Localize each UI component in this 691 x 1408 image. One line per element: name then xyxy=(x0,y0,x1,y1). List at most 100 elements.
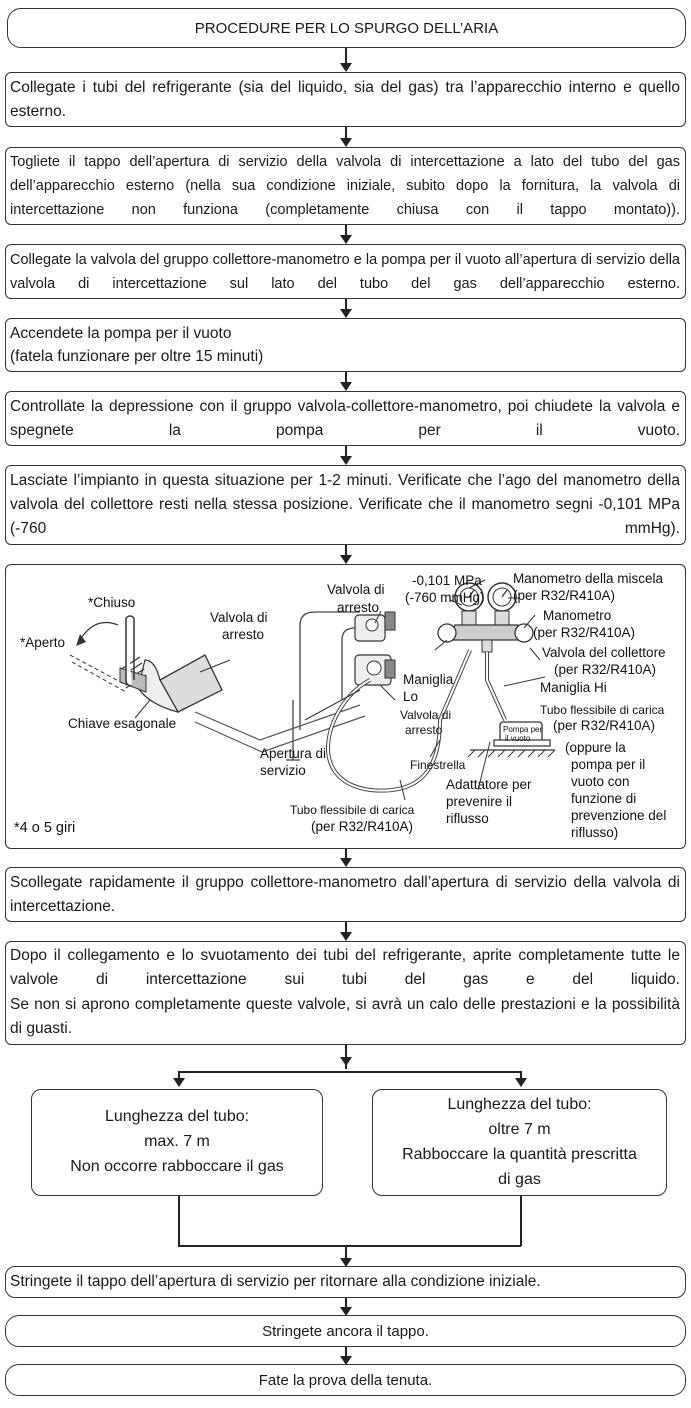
connector xyxy=(520,1071,522,1081)
label-mano-miscela: Manometro della miscela xyxy=(513,571,664,586)
label-pompa: Pompa per xyxy=(503,725,543,734)
connector xyxy=(345,1347,347,1359)
manifold-diagram xyxy=(69,579,556,801)
label-valvola-collettore: (per R32/R410A) xyxy=(554,662,657,677)
arrow-down-icon xyxy=(340,235,352,244)
service-valves xyxy=(354,611,396,686)
connector xyxy=(345,299,347,312)
title-text: PROCEDURE PER LO SPURGO DELL’ARIA xyxy=(194,19,499,37)
label-chiuso: *Chiuso xyxy=(88,595,136,610)
manifold-gauges xyxy=(437,582,534,653)
label-maniglia-hi: Maniglia Hi xyxy=(540,680,607,695)
step-check-depression: Controllate la depressione con il gruppo… xyxy=(5,391,686,446)
arrow-down-icon xyxy=(340,309,352,318)
label-mano-miscela: (per R32/R410A) xyxy=(513,588,616,603)
connector xyxy=(345,1298,347,1310)
label-valvola-arresto: arresto xyxy=(222,627,265,642)
step-text: Collegate i tubi del refrigerante (sia d… xyxy=(10,79,680,120)
connector xyxy=(345,849,347,861)
branch-line-text: max. 7 m xyxy=(144,1133,210,1150)
label-pompa: il vuoto xyxy=(505,734,531,743)
connector xyxy=(345,446,347,459)
label-tubo-carica-right: Tubo flessibile di carica xyxy=(540,703,665,717)
label-maniglia-lo: Lo xyxy=(403,689,419,704)
arrow-head xyxy=(76,634,86,646)
label-pressure: (-760 mmHg) xyxy=(405,590,485,605)
connector xyxy=(345,545,347,558)
connector xyxy=(345,225,347,238)
label-apertura: servizio xyxy=(260,763,306,778)
step-text: Stringete il tappo dell’apertura di serv… xyxy=(10,1273,541,1290)
label-adattatore: Adattatore per xyxy=(446,777,532,792)
step-text: Lasciate l’impianto in questa situazione… xyxy=(10,472,680,537)
stop-valve-left xyxy=(119,654,223,713)
arrow-down-icon xyxy=(340,555,352,564)
branch-line-text: Rabboccare la quantità prescritta xyxy=(402,1146,637,1163)
step-open-valves: Dopo il collegamento e lo svuotamento de… xyxy=(5,941,686,1045)
label-valvola-small: arresto xyxy=(405,723,443,737)
step-connect-pipes: Collegate i tubi del refrigerante (sia d… xyxy=(5,72,686,127)
label-chiave: Chiave esagonale xyxy=(68,716,177,731)
label-valvola-small: Valvola di xyxy=(400,708,452,722)
step-tighten-cap: Stringete il tappo dell’apertura di serv… xyxy=(5,1266,686,1298)
step-remove-cap: Togliete il tappo dell’apertura di servi… xyxy=(5,147,686,225)
label-tubo-carica-right: (per R32/R410A) xyxy=(553,718,656,733)
connector xyxy=(520,1196,522,1246)
step-text: (fatela funzionare per oltre 15 minuti) xyxy=(10,348,264,365)
flowchart-title: PROCEDURE PER LO SPURGO DELL’ARIA xyxy=(7,8,686,48)
step-vacuum-pump: Accendete la pompa per il vuoto (fatela … xyxy=(5,318,686,372)
connector xyxy=(345,127,347,141)
step-text: Scollegate rapidamente il gruppo collett… xyxy=(10,874,680,915)
step-text: Controllate la depressione con il gruppo… xyxy=(10,398,680,439)
step-connect-manifold: Collegate la valvola del gruppo colletto… xyxy=(5,244,686,299)
branch-line-text: Non occorre rabboccare il gas xyxy=(70,1158,284,1175)
label-valvola-top: Valvola di xyxy=(327,582,385,597)
step-text: Dopo il collegamento e lo svuotamento de… xyxy=(10,947,680,988)
arrow-down-icon xyxy=(340,1356,352,1365)
arrow-down-icon xyxy=(173,1078,185,1087)
label-adattatore: prevenire il xyxy=(446,794,513,809)
label-giri: *4 o 5 giri xyxy=(14,820,76,836)
label-tubo-carica-bottom: Tubo flessibile di carica xyxy=(290,803,415,817)
arrow-down-icon xyxy=(340,1057,352,1066)
branch-long-pipe: Lunghezza del tubo: oltre 7 m Rabboccare… xyxy=(372,1089,667,1196)
label-manometro: Manometro xyxy=(543,608,612,623)
branch-short-pipe: Lunghezza del tubo: max. 7 m Non occorre… xyxy=(31,1089,323,1196)
label-finestrella: Finestrella xyxy=(410,758,466,772)
arrow-down-icon xyxy=(340,1307,352,1316)
connector xyxy=(178,1071,180,1081)
step-text: Accendete la pompa per il vuoto xyxy=(10,325,232,342)
label-adattatore: riflusso xyxy=(446,811,489,826)
step-text: Stringete ancora il tappo. xyxy=(262,1322,429,1340)
rotation-arrow xyxy=(79,621,119,641)
label-valvola-top: arresto xyxy=(337,600,380,615)
connector xyxy=(345,372,347,385)
label-oppure: prevenzione del xyxy=(571,808,667,823)
label-oppure: vuoto con xyxy=(571,774,630,789)
label-tubo-carica-bottom: (per R32/R410A) xyxy=(311,819,414,834)
label-valvola-arresto: Valvola di xyxy=(210,610,268,625)
step-text: Se non si aprono completamente queste va… xyxy=(10,996,680,1037)
arrow-down-icon xyxy=(515,1078,527,1087)
branch-line-text: di gas xyxy=(498,1171,541,1188)
hex-key-icon xyxy=(69,615,135,693)
arrow-down-icon xyxy=(340,456,352,465)
arrow-down-icon xyxy=(340,382,352,391)
connector xyxy=(178,1196,180,1246)
branch-line-text: Lunghezza del tubo: xyxy=(447,1096,592,1113)
connector xyxy=(345,48,347,66)
step-text: Togliete il tappo dell’apertura di servi… xyxy=(10,154,680,218)
step-text: Collegate la valvola del gruppo colletto… xyxy=(10,252,680,292)
arrow-down-icon xyxy=(340,63,352,72)
step-text: Fate la prova della tenuta. xyxy=(258,1371,433,1389)
connector xyxy=(345,1245,347,1261)
branch-line xyxy=(178,1071,521,1073)
label-oppure: pompa per il xyxy=(571,757,646,772)
label-maniglia-lo: Maniglia xyxy=(403,672,454,687)
label-oppure: (oppure la xyxy=(565,740,626,755)
vacuum-pump-icon xyxy=(467,721,556,758)
label-valvola-collettore: Valvola del collettore xyxy=(542,645,666,660)
label-oppure: funzione di xyxy=(571,791,637,806)
arrow-down-icon xyxy=(340,1258,352,1267)
label-manometro: (per R32/R410A) xyxy=(533,625,636,640)
